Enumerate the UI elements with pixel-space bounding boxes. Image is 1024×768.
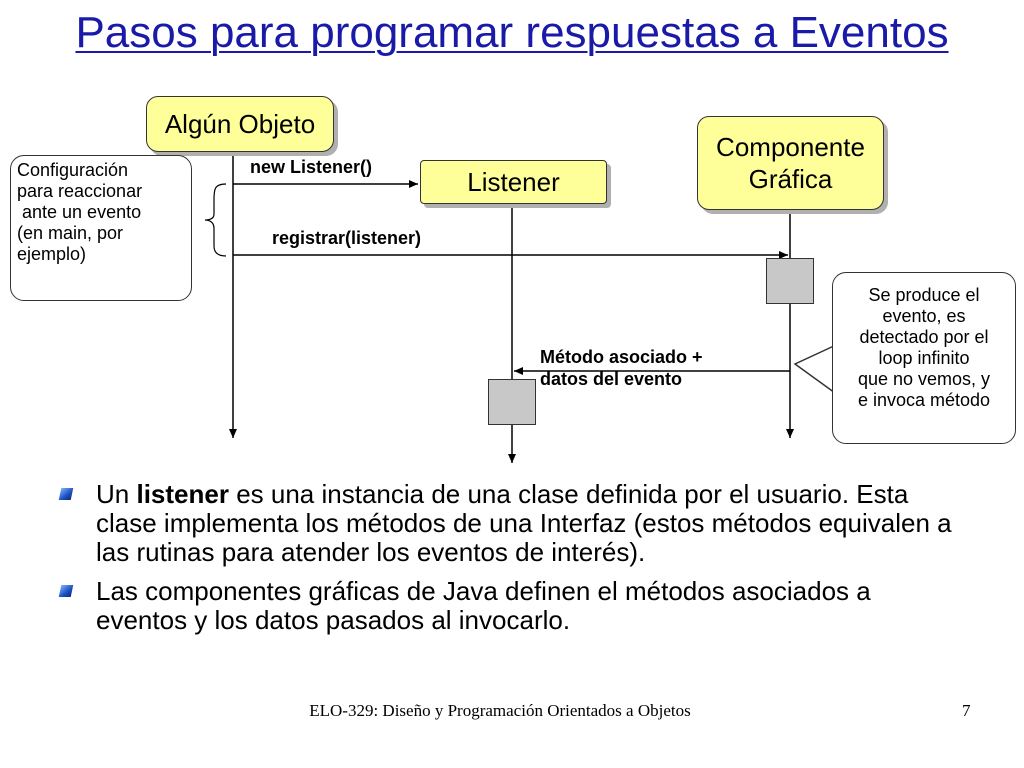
callout-configuracion: Configuración para reaccionar ante un ev… bbox=[10, 155, 192, 301]
activation-listener bbox=[488, 379, 536, 425]
callout-evento-pointer bbox=[793, 344, 843, 399]
callout-evento: Se produce el evento, es detectado por e… bbox=[832, 272, 1016, 444]
sequence-diagram bbox=[204, 150, 843, 463]
bullet-listener: Un listener es una instancia de una clas… bbox=[58, 479, 960, 567]
node-componente-line1: Componente bbox=[716, 132, 865, 162]
bullet-marker-icon bbox=[58, 585, 74, 597]
activation-componente bbox=[766, 258, 814, 304]
callout-config-line5: ejemplo) bbox=[17, 244, 87, 264]
callout-config-brace bbox=[204, 183, 227, 257]
callout-evento-line3: detectado por el bbox=[859, 327, 989, 347]
label-metodo-line1: Método asociado + bbox=[540, 347, 703, 367]
node-algun-objeto: Algún Objeto bbox=[146, 96, 334, 152]
footer-course: ELO-329: Diseño y Programación Orientado… bbox=[309, 701, 691, 720]
label-metodo: Método asociado + datos del evento bbox=[540, 346, 703, 390]
node-componente-line2: Gráfica bbox=[748, 164, 833, 194]
bullet-2-text: Las componentes gráficas de Java definen… bbox=[96, 576, 871, 635]
bullet-1-before: Un bbox=[96, 479, 137, 509]
page-number: 7 bbox=[962, 701, 971, 720]
label-registrar: registrar(listener) bbox=[272, 228, 422, 248]
bullet-list: Un listener es una instancia de una clas… bbox=[58, 479, 960, 645]
bullet-1-bold: listener bbox=[136, 479, 229, 509]
label-metodo-line2: datos del evento bbox=[540, 369, 683, 389]
label-new-listener: new Listener() bbox=[250, 157, 373, 177]
callout-evento-line1: Se produce el bbox=[868, 285, 980, 305]
bullet-1-after: es una instancia de una clase definida p… bbox=[96, 479, 952, 567]
callout-evento-line4: loop infinito bbox=[878, 348, 970, 368]
callout-evento-line2: evento, es bbox=[882, 306, 966, 326]
bullet-marker-icon bbox=[58, 488, 74, 500]
callout-config-line2: para reaccionar bbox=[17, 181, 143, 201]
node-listener: Listener bbox=[420, 160, 607, 204]
callout-config-line3: ante un evento bbox=[17, 202, 142, 222]
callout-evento-line5: que no vemos, y bbox=[857, 369, 991, 389]
page-title: Pasos para programar respuestas a Evento… bbox=[75, 8, 949, 57]
callout-evento-line6: e invoca método bbox=[857, 390, 991, 410]
bullet-componentes: Las componentes gráficas de Java definen… bbox=[58, 576, 960, 635]
callout-config-line1: Configuración bbox=[17, 160, 129, 180]
callout-config-line4: (en main, por bbox=[17, 223, 124, 243]
node-componente-grafica: Componente Gráfica bbox=[697, 116, 884, 210]
